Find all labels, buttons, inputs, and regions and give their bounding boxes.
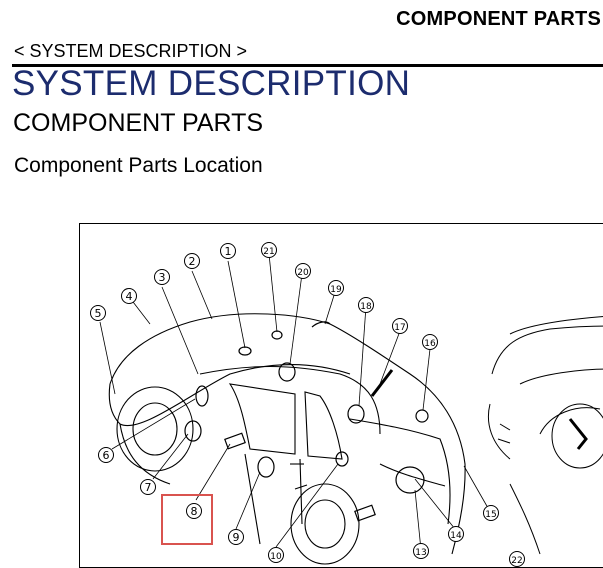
svg-text:18: 18	[360, 302, 372, 312]
component-location-figure: 1 2 3 4 5 6 7 8 9 10 13 14 15 16 17 18 1…	[79, 223, 603, 568]
svg-text:21: 21	[263, 247, 274, 257]
breadcrumb[interactable]: < SYSTEM DESCRIPTION >	[14, 41, 248, 61]
callout-22: 22	[509, 551, 525, 567]
svg-text:2: 2	[189, 255, 196, 268]
component-parts-heading: COMPONENT PARTS	[13, 109, 264, 137]
callout-15: 15	[483, 505, 499, 521]
svg-text:14: 14	[450, 531, 462, 541]
callout-numbers: 1 2 3 4 5 6 7 8 9 10 13 14 15 16 17 18 1…	[90, 242, 525, 567]
vehicle-diagram: 1 2 3 4 5 6 7 8 9 10 13 14 15 16 17 18 1…	[90, 242, 603, 567]
svg-text:4: 4	[126, 290, 133, 303]
svg-text:6: 6	[103, 449, 110, 462]
callout-13: 13	[413, 543, 429, 559]
svg-text:19: 19	[330, 285, 342, 295]
svg-text:9: 9	[233, 531, 240, 544]
system-description-heading: SYSTEM DESCRIPTION	[12, 64, 411, 103]
callout-20: 20	[295, 263, 311, 279]
svg-text:8: 8	[191, 505, 198, 518]
svg-text:1: 1	[225, 245, 232, 258]
callout-10: 10	[268, 547, 284, 563]
dashboard-inset	[487, 316, 603, 555]
callout-18: 18	[358, 297, 374, 313]
svg-text:7: 7	[145, 481, 152, 494]
component-markers	[184, 321, 429, 522]
callout-3: 3	[154, 269, 170, 285]
header-divider	[12, 64, 603, 67]
leader-lines	[99, 253, 489, 551]
callout-14: 14	[448, 526, 464, 542]
callout-17: 17	[392, 318, 408, 334]
svg-text:20: 20	[297, 268, 309, 278]
callout-8-highlight-box[interactable]	[161, 494, 213, 545]
callout-2: 2	[184, 253, 200, 269]
svg-text:22: 22	[511, 556, 522, 566]
svg-text:15: 15	[485, 510, 496, 520]
svg-text:13: 13	[415, 548, 426, 558]
svg-text:10: 10	[270, 552, 282, 562]
svg-text:5: 5	[95, 307, 102, 320]
svg-text:3: 3	[159, 271, 166, 284]
callout-1: 1	[220, 243, 236, 259]
callout-8: 8	[186, 503, 202, 519]
svg-text:17: 17	[394, 323, 405, 333]
callout-16: 16	[422, 334, 438, 350]
page-header-title: COMPONENT PARTS	[396, 8, 601, 30]
svg-text:16: 16	[424, 339, 436, 349]
callout-19: 19	[328, 280, 344, 296]
callout-4: 4	[121, 288, 137, 304]
component-parts-location-heading: Component Parts Location	[14, 154, 263, 177]
callout-7: 7	[140, 479, 156, 495]
callout-9: 9	[228, 529, 244, 545]
callout-21: 21	[261, 242, 277, 258]
callout-5: 5	[90, 305, 106, 321]
callout-6: 6	[98, 447, 114, 463]
